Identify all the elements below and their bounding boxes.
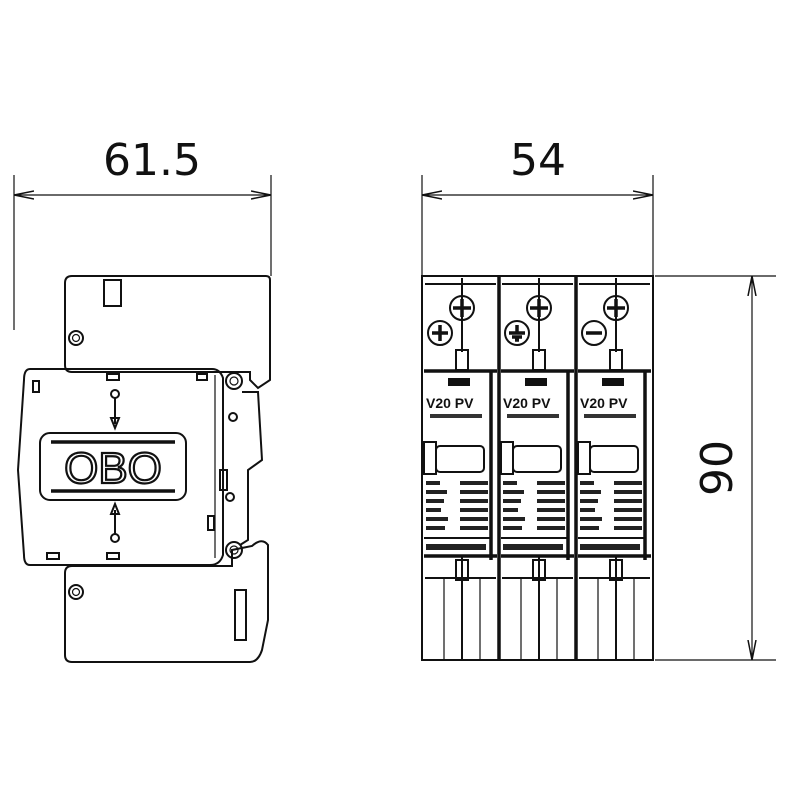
bottom-rivet <box>68 584 84 600</box>
module-body <box>16 368 224 566</box>
terminal-screw-icon <box>449 295 475 321</box>
status-indicator <box>435 445 485 473</box>
module-label: V20 PV <box>503 395 551 411</box>
terminal-screw-icon <box>526 295 552 321</box>
spec-markings <box>426 481 488 530</box>
status-indicator <box>589 445 639 473</box>
top-terminal-block <box>64 275 271 390</box>
bottom-terminal-block <box>64 540 269 663</box>
module-label: V20 PV <box>580 395 628 411</box>
logo-text: OBO <box>64 444 162 493</box>
minus-terminal-icon <box>581 320 607 346</box>
dimension-label-front-width: 54 <box>510 135 566 186</box>
dimension-label-side-width: 61.5 <box>103 135 201 186</box>
dimension-side-width: 61.5 <box>13 135 272 330</box>
arrow-handle-bottom <box>110 533 120 543</box>
dimension-front-width: 54 <box>421 135 654 276</box>
spec-markings <box>580 481 642 530</box>
top-rivet <box>68 330 84 346</box>
status-window <box>577 441 591 475</box>
rail-clip <box>239 391 264 546</box>
front-view: V20 PV V20 PV V20 PV <box>421 275 654 661</box>
dimension-height: 90 <box>655 275 776 661</box>
surge-module: V20 PV <box>574 276 651 660</box>
status-indicator <box>512 445 562 473</box>
obo-logo: OBO <box>39 432 187 501</box>
surge-module: V20 PV <box>497 276 574 660</box>
terminal-screw-icon <box>603 295 629 321</box>
spec-markings <box>503 481 565 530</box>
plus-terminal-icon <box>427 320 453 346</box>
status-window <box>423 441 437 475</box>
bottom-slot <box>234 589 247 641</box>
side-view: OBO <box>16 275 271 663</box>
ground-terminal-icon <box>504 320 530 346</box>
top-slot <box>103 279 122 307</box>
dimension-label-height: 90 <box>692 440 743 496</box>
arrow-handle-top <box>110 389 120 399</box>
status-window <box>500 441 514 475</box>
surge-module: V20 PV <box>423 278 497 660</box>
module-label: V20 PV <box>426 395 474 411</box>
